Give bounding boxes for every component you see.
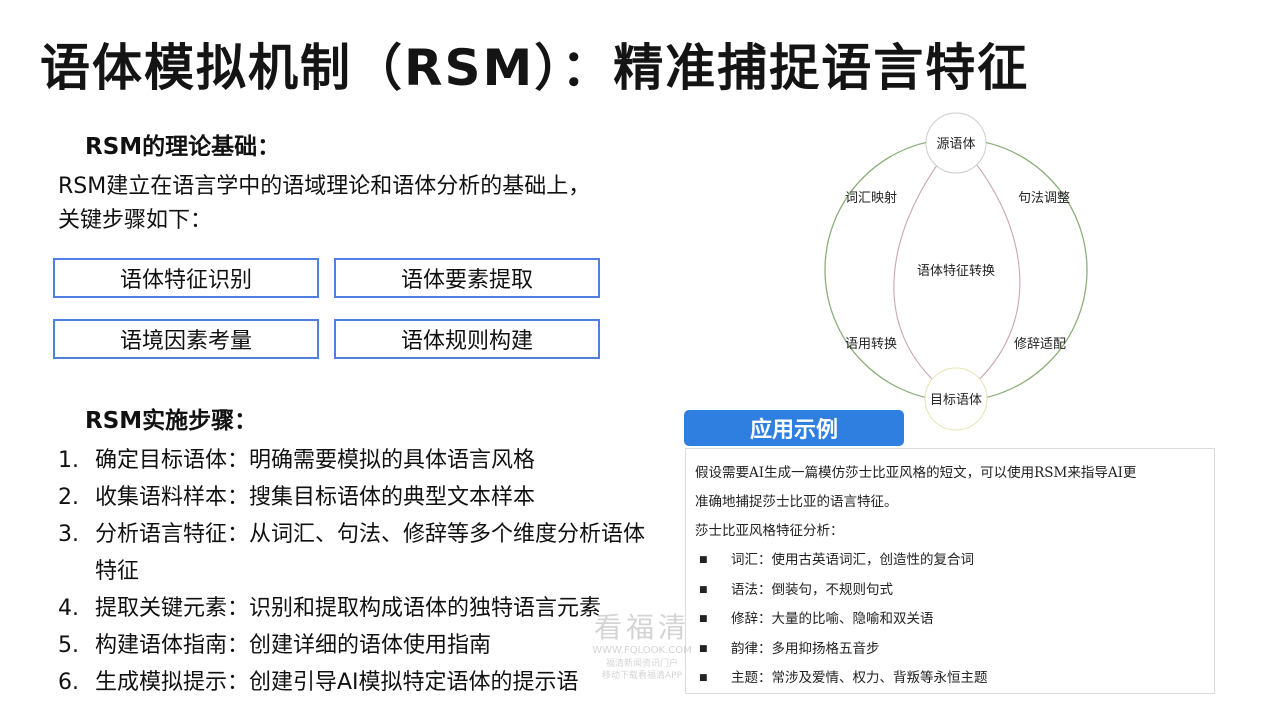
site-watermark: 看福清 WWW.FQLOOK.COM 福清新闻资讯门户 移动下载看福清APP — [572, 612, 712, 682]
feature-text: 韵律：多用抑扬格五音步 — [731, 640, 880, 657]
step-number: 3. — [58, 522, 79, 547]
watermark-logo-text: 看福清 — [593, 611, 690, 644]
step-item: 6. 生成模拟提示：创建引导AI模拟特定语体的提示语 — [58, 664, 698, 701]
example-subheading: 莎士比亚风格特征分析： — [695, 523, 844, 539]
step-text: 收集语料样本：搜集目标语体的典型文本样本 — [95, 485, 536, 510]
step-item: 5. 构建语体指南：创建详细的语体使用指南 — [58, 627, 698, 664]
implementation-heading: RSM实施步骤： — [85, 408, 258, 434]
example-intro-line-1: 假设需要AI生成一篇模仿莎士比亚风格的短文，可以使用RSM来指导AI更 — [695, 465, 1137, 481]
target-style-node — [924, 367, 988, 431]
feature-item: ■ 韵律：多用抑扬格五音步 — [695, 635, 1206, 665]
syntax-adjustment-label: 句法调整 — [1018, 191, 1070, 206]
example-intro-line-2: 准确地捕捉莎士比亚的语言特征。 — [695, 494, 898, 510]
square-bullet-icon: ■ — [699, 555, 708, 565]
step-item: 3. 分析语言特征：从词汇、句法、修辞等多个维度分析语体特征 — [58, 516, 698, 590]
step-box-feature-identification: 语体特征识别 — [53, 258, 319, 298]
target-style-label: 目标语体 — [930, 393, 982, 408]
source-style-node — [925, 112, 987, 174]
step-number: 1. — [58, 448, 79, 473]
step-box-element-extraction: 语体要素提取 — [334, 258, 600, 298]
rhetoric-adaptation-label: 修辞适配 — [1014, 337, 1066, 352]
step-text: 提取关键元素：识别和提取构成语体的独特语言元素 — [95, 596, 602, 621]
theory-intro: RSM建立在语言学中的语域理论和语体分析的基础上， 关键步骤如下： — [58, 170, 678, 238]
step-box-context-factors: 语境因素考量 — [53, 319, 319, 359]
example-tab: 应用示例 — [684, 410, 904, 446]
step-number: 4. — [58, 596, 79, 621]
feature-item: ■ 语法：倒装句，不规则句式 — [695, 576, 1206, 606]
theory-heading: RSM的理论基础： — [85, 134, 281, 160]
theory-intro-line-1: RSM建立在语言学中的语域理论和语体分析的基础上， — [58, 174, 591, 199]
center-transform-label: 语体特征转换 — [917, 264, 995, 279]
step-number: 2. — [58, 485, 79, 510]
feature-item: ■ 词汇：使用古英语词汇，创造性的复合词 — [695, 546, 1206, 576]
step-item: 2. 收集语料样本：搜集目标语体的典型文本样本 — [58, 479, 698, 516]
step-number: 5. — [58, 633, 79, 658]
square-bullet-icon: ■ — [699, 673, 708, 683]
left-transform-arc — [893, 140, 957, 400]
rsm-cycle-diagram: 源语体 目标语体 语体特征转换 词汇映射 句法调整 语用转换 修辞适配 — [824, 112, 1088, 431]
step-text: 确定目标语体：明确需要模拟的具体语言风格 — [95, 448, 536, 473]
theory-intro-line-2: 关键步骤如下： — [58, 208, 213, 233]
watermark-app-note: 移动下载看福清APP — [601, 671, 682, 681]
feature-item: ■ 修辞：大量的比喻、隐喻和双关语 — [695, 605, 1206, 635]
step-number: 6. — [58, 670, 79, 695]
watermark-url: WWW.FQLOOK.COM — [592, 645, 692, 656]
watermark-tagline: 福清新闻资讯门户 — [605, 659, 678, 669]
feature-list: ■ 词汇：使用古英语词汇，创造性的复合词 ■ 语法：倒装句，不规则句式 ■ 修辞：大量… — [695, 546, 1206, 694]
feature-text: 修辞：大量的比喻、隐喻和双关语 — [731, 611, 934, 627]
source-style-label: 源语体 — [936, 137, 975, 152]
step-text: 构建语体指南：创建详细的语体使用指南 — [95, 633, 492, 658]
feature-text: 主题：常涉及爱情、权力、背叛等永恒主题 — [731, 670, 988, 686]
square-bullet-icon: ■ — [699, 584, 708, 595]
example-panel: 假设需要AI生成一篇模仿莎士比亚风格的短文，可以使用RSM来指导AI更 准确地捕… — [685, 448, 1215, 694]
page-title: 语体模拟机制（RSM）：精准捕捉语言特征 — [40, 39, 1030, 97]
step-box-rule-construction: 语体规则构建 — [334, 319, 600, 359]
implementation-steps: 1. 确定目标语体：明确需要模拟的具体语言风格 2. 收集语料样本：搜集目标语体的典… — [58, 442, 698, 701]
feature-text: 语法：倒装句，不规则句式 — [731, 581, 893, 598]
right-transform-arc — [955, 140, 1021, 400]
square-bullet-icon: ■ — [699, 614, 708, 624]
step-text: 分析语言特征：从词汇、句法、修辞等多个维度分析语体特征 — [95, 522, 646, 584]
feature-text: 词汇：使用古英语词汇，创造性的复合词 — [731, 552, 974, 568]
step-item: 4. 提取关键元素：识别和提取构成语体的独特语言元素 — [58, 590, 698, 627]
feature-item: ■ 主题：常涉及爱情、权力、背叛等永恒主题 — [695, 664, 1206, 694]
pragmatic-conversion-label: 语用转换 — [845, 337, 897, 352]
square-bullet-icon: ■ — [699, 643, 708, 654]
lexical-mapping-label: 词汇映射 — [845, 190, 897, 206]
step-text: 生成模拟提示：创建引导AI模拟特定语体的提示语 — [95, 670, 579, 695]
step-item: 1. 确定目标语体：明确需要模拟的具体语言风格 — [58, 442, 698, 479]
